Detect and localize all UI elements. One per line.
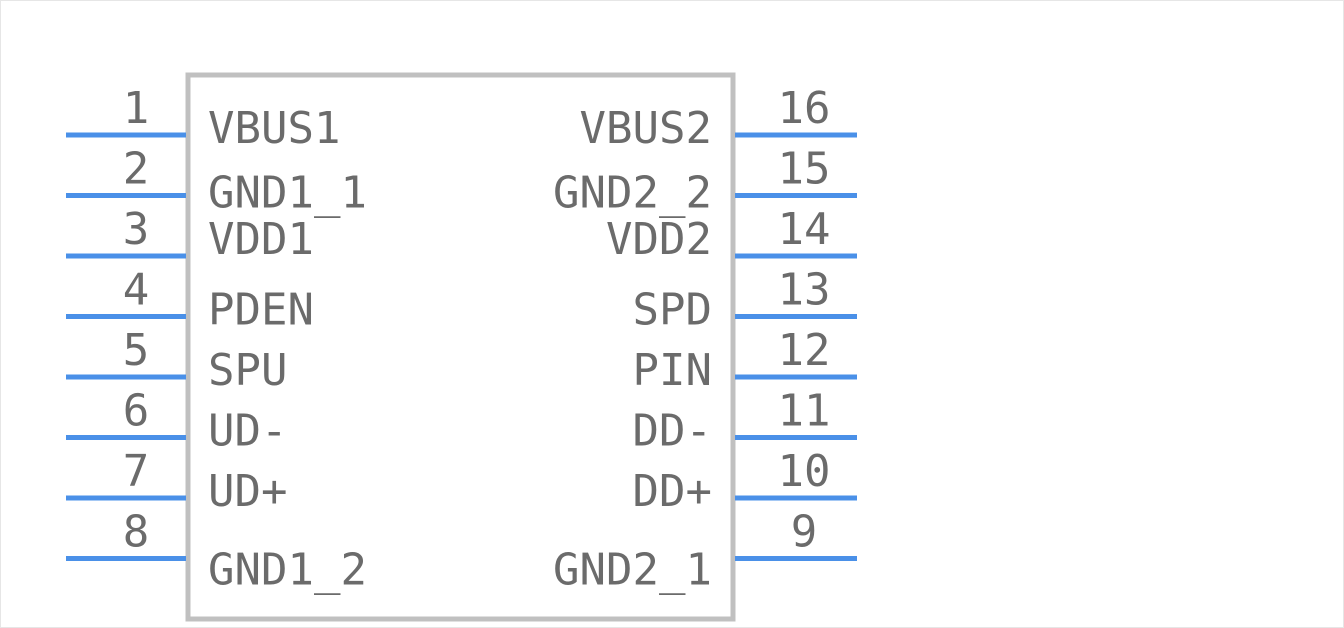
pin-6-name: UD- <box>208 406 287 457</box>
pin-1-name: VBUS1 <box>208 103 340 154</box>
pin-10-number: 10 <box>778 446 831 497</box>
pin-12-name: PIN <box>633 345 712 396</box>
pin-6-number: 6 <box>123 386 150 437</box>
pin-2-number: 2 <box>123 144 150 195</box>
pin-3-number: 3 <box>123 204 150 255</box>
component-body <box>185 72 736 622</box>
pin-5-number: 5 <box>123 325 150 376</box>
pin-1-number: 1 <box>123 83 150 134</box>
pin-13-number: 13 <box>778 265 831 316</box>
pin-11-name: DD- <box>633 406 712 457</box>
pin-11-number: 11 <box>778 386 831 437</box>
pin-14-number: 14 <box>778 204 831 255</box>
pin-4-name: PDEN <box>208 285 314 336</box>
pin-16-name: VBUS2 <box>580 103 712 154</box>
pin-10-name: DD+ <box>633 466 712 517</box>
pin-12-number: 12 <box>778 325 831 376</box>
pin-2-name: GND1_1 <box>208 168 367 219</box>
pin-7-number: 7 <box>123 446 150 497</box>
pin-13-name: SPD <box>633 285 712 336</box>
pin-4-number: 4 <box>123 265 150 316</box>
pin-5-name: SPU <box>208 345 287 396</box>
pin-15-number: 15 <box>778 144 831 195</box>
pin-8-number: 8 <box>123 507 150 558</box>
pin-group: 1 VBUS1 2 GND1_1 3 VDD1 4 PDEN 5 SPU 6 UD- 7 UD+ 8GND1… <box>66 83 857 596</box>
pin-8-name: GND1_2 <box>208 545 367 596</box>
pin-9-number: 9 <box>791 507 818 558</box>
pin-9-name: GND2_1 <box>553 545 712 596</box>
pin-14-name: VDD2 <box>606 214 712 265</box>
pin-15-name: GND2_2 <box>553 168 712 219</box>
pin-16-number: 16 <box>778 83 831 134</box>
pin-3-name: VDD1 <box>208 214 314 265</box>
pin-7-name: UD+ <box>208 466 287 517</box>
